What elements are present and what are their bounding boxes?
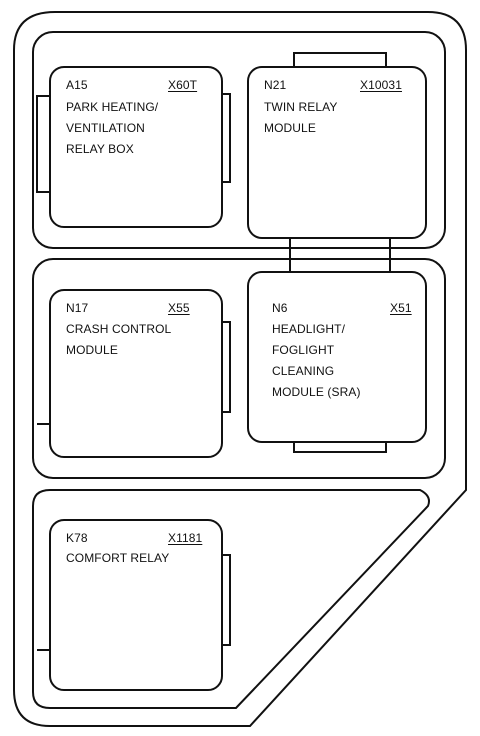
relay-n21-line-1: TWIN RELAY <box>264 100 338 114</box>
relay-a15-tab-right <box>221 93 231 183</box>
relay-k78-id: K78 <box>66 531 88 545</box>
relay-n6-line-4: MODULE (SRA) <box>272 385 361 399</box>
bottom-compartment <box>32 489 430 709</box>
relay-n17-id: N17 <box>66 301 89 315</box>
relay-k78-tab-right <box>221 554 231 646</box>
relay-n17-connector: X55 <box>168 301 190 315</box>
relay-n17-line-1: CRASH CONTROL <box>66 322 172 336</box>
relay-a15-connector: X60T <box>168 78 198 92</box>
relay-n17-tab-right <box>221 321 231 413</box>
relay-a15-description: PARK HEATING/ VENTILATION RELAY BOX <box>66 97 158 160</box>
relay-n21-tab-top <box>293 52 387 68</box>
relay-n17-line-2: MODULE <box>66 343 118 357</box>
relay-n21-description: TWIN RELAY MODULE <box>264 97 337 139</box>
relay-k78-description: COMFORT RELAY <box>66 548 169 569</box>
relay-n21-line-2: MODULE <box>264 121 316 135</box>
relay-a15-tab-left <box>36 95 51 193</box>
outer-housing <box>13 11 467 727</box>
relay-n6-line-3: CLEANING <box>272 364 335 378</box>
relay-n6-line-1: HEADLIGHT/ <box>272 322 346 336</box>
relay-n6-connector: X51 <box>390 301 412 315</box>
top-compartment <box>32 31 446 249</box>
relay-n21-connector: X10031 <box>360 78 402 92</box>
relay-n17-description: CRASH CONTROL MODULE <box>66 319 171 361</box>
relay-a15-line-1: PARK HEATING/ <box>66 100 159 114</box>
relay-n6-line-2: FOGLIGHT <box>272 343 335 357</box>
relay-a15-line-2: VENTILATION <box>66 121 145 135</box>
relay-n6-tab-bottom <box>293 441 387 453</box>
relay-n21-id: N21 <box>264 78 287 92</box>
relay-n6-description: HEADLIGHT/ FOGLIGHT CLEANING MODULE (SRA… <box>272 319 361 403</box>
relay-k78-line-1: COMFORT RELAY <box>66 551 170 565</box>
relay-k78-connector: X1181 <box>168 531 203 545</box>
middle-compartment <box>32 258 446 479</box>
relay-a15-line-3: RELAY BOX <box>66 142 134 156</box>
relay-n6-id: N6 <box>272 301 288 315</box>
relay-a15-id: A15 <box>66 78 88 92</box>
